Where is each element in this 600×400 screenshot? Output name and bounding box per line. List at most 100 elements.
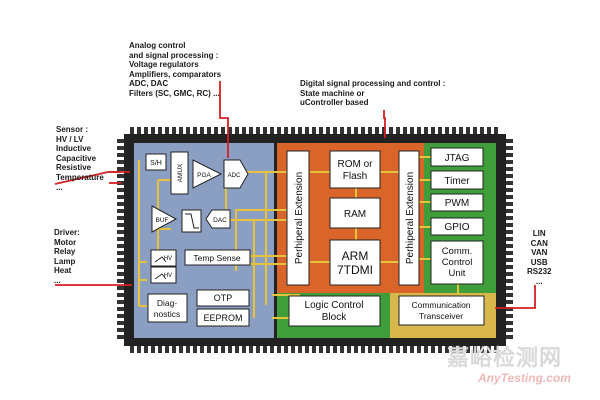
chip-pin bbox=[200, 127, 204, 135]
chip-pin bbox=[117, 139, 125, 143]
periph-left-label: Perhiperal Extension bbox=[294, 172, 305, 264]
chip-pin bbox=[298, 127, 302, 135]
chip-pin bbox=[354, 127, 358, 135]
chip-pin bbox=[505, 293, 513, 297]
amux-label: AMUX bbox=[177, 163, 184, 182]
chip-pin bbox=[165, 127, 169, 135]
chip-pin bbox=[445, 127, 449, 135]
chip-pin bbox=[424, 345, 428, 353]
chip-pin bbox=[382, 127, 386, 135]
chip-pin bbox=[200, 345, 204, 353]
chip-pin bbox=[445, 345, 449, 353]
chip-pin bbox=[505, 139, 513, 143]
chip-pin bbox=[505, 251, 513, 255]
chip-pin bbox=[117, 153, 125, 157]
comm-control-block bbox=[430, 240, 484, 285]
chip-pin bbox=[284, 345, 288, 353]
chip-pin bbox=[505, 181, 513, 185]
chip-pin bbox=[505, 244, 513, 248]
chip-pin bbox=[505, 272, 513, 276]
chip-pin bbox=[389, 127, 393, 135]
gpio-block bbox=[430, 217, 484, 236]
chip-pin bbox=[263, 345, 267, 353]
chip-pin bbox=[505, 209, 513, 213]
chip-pin bbox=[505, 153, 513, 157]
comm-transceiver-label-1: Communication bbox=[411, 300, 470, 310]
signal-lines bbox=[54, 81, 536, 309]
rom-label-2: Flash bbox=[343, 171, 367, 182]
chip-pin bbox=[505, 286, 513, 290]
chip-pin bbox=[487, 127, 491, 135]
chip-pin bbox=[263, 127, 267, 135]
chip-pin bbox=[172, 127, 176, 135]
chip-pin bbox=[452, 127, 456, 135]
timer-block bbox=[430, 170, 484, 190]
chip-pin bbox=[319, 345, 323, 353]
chip-pin bbox=[368, 127, 372, 135]
chip-pin bbox=[494, 127, 498, 135]
sh-block bbox=[145, 153, 167, 171]
chip-pin bbox=[117, 167, 125, 171]
chip-pin bbox=[117, 307, 125, 311]
chip-pin bbox=[340, 345, 344, 353]
chip-pin bbox=[117, 321, 125, 325]
chip-pin bbox=[249, 345, 253, 353]
hv1-label: HV bbox=[164, 256, 172, 262]
chip-pin bbox=[137, 345, 141, 353]
chip-pin bbox=[117, 300, 125, 304]
chip-pin bbox=[505, 195, 513, 199]
chip-pin bbox=[193, 345, 197, 353]
chip-pin bbox=[270, 127, 274, 135]
dac-label: DAC bbox=[213, 217, 227, 224]
logic-control-block bbox=[288, 295, 381, 327]
chip-pin bbox=[179, 127, 183, 135]
chip-pin bbox=[242, 127, 246, 135]
chip-pin bbox=[403, 345, 407, 353]
chip-pin bbox=[179, 345, 183, 353]
chip-pin bbox=[144, 345, 148, 353]
chip-pin bbox=[505, 300, 513, 304]
buf-amplifier bbox=[151, 205, 178, 233]
temp-sense-block bbox=[184, 249, 251, 266]
rom-label-1: ROM or bbox=[338, 159, 374, 170]
chip-pin bbox=[473, 345, 477, 353]
chip-pin bbox=[158, 127, 162, 135]
chip-pin bbox=[368, 345, 372, 353]
chip-pin bbox=[117, 209, 125, 213]
chip-pin bbox=[277, 345, 281, 353]
pwm-block bbox=[430, 193, 484, 212]
sh-label: S/H bbox=[150, 160, 162, 167]
ram-block bbox=[329, 197, 381, 229]
periph-right-block bbox=[398, 150, 420, 286]
chip-pin bbox=[505, 335, 513, 339]
chip-pin bbox=[186, 127, 190, 135]
chip-pin bbox=[165, 345, 169, 353]
chip-pins bbox=[117, 127, 513, 353]
chip-pin bbox=[117, 244, 125, 248]
block-labels: S/H AMUX PGA ADC BUF DAC HV HV Temp Sens… bbox=[150, 153, 472, 323]
dac-block bbox=[205, 209, 231, 229]
chip-pin bbox=[117, 293, 125, 297]
chip-pin bbox=[505, 202, 513, 206]
chip-pin bbox=[459, 127, 463, 135]
chip-pin bbox=[186, 345, 190, 353]
chip-pin bbox=[117, 146, 125, 150]
chip-pin bbox=[117, 202, 125, 206]
rom-block bbox=[329, 150, 381, 189]
chip-pin bbox=[117, 160, 125, 164]
chip-pin bbox=[117, 188, 125, 192]
chip-pin bbox=[193, 127, 197, 135]
filter-waveform bbox=[185, 213, 199, 229]
chip-pin bbox=[117, 237, 125, 241]
chip-pin bbox=[214, 345, 218, 353]
buf-label: BUF bbox=[156, 217, 169, 224]
comm-control-label-3: Unit bbox=[449, 268, 466, 279]
chip-pin bbox=[505, 216, 513, 220]
chip-pin bbox=[130, 127, 134, 135]
chip-pin bbox=[228, 127, 232, 135]
chip-pin bbox=[438, 127, 442, 135]
comm-control-label-1: Comm. bbox=[442, 246, 473, 257]
filter-block bbox=[181, 209, 202, 233]
amux-block bbox=[170, 151, 189, 195]
chip-pin bbox=[431, 345, 435, 353]
